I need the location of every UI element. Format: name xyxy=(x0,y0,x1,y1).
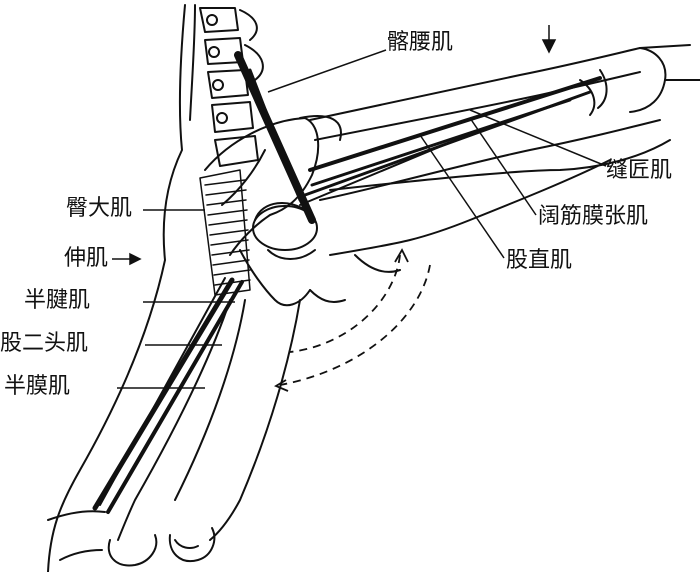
body-outline-back-inner xyxy=(189,4,196,121)
sartorius-line xyxy=(308,76,602,172)
hamstring-line-1 xyxy=(92,277,235,511)
body-outline-back xyxy=(47,4,186,572)
femur-shaft-left xyxy=(117,299,231,541)
buttock-outline xyxy=(329,139,671,191)
label-rectus-femoris: 股直肌 xyxy=(506,248,573,273)
gluteus-maximus-hatch xyxy=(199,169,251,296)
femoral-head xyxy=(252,205,318,251)
hamstring-line-3 xyxy=(99,277,226,506)
label-sartorius: 缝匠肌 xyxy=(606,158,673,183)
knee-condyles xyxy=(107,534,158,567)
label-semitendinosus: 半腱肌 xyxy=(24,288,91,313)
label-biceps-femoris: 股二头肌 xyxy=(0,331,89,356)
femur-shaft-right xyxy=(209,299,301,541)
downward-arrow xyxy=(541,25,557,54)
label-iliopsoas: 髂腰肌 xyxy=(387,30,454,55)
rotation-arrow xyxy=(274,248,431,392)
label-extensor: 伸肌 xyxy=(64,246,109,271)
spine-vertebrae xyxy=(199,7,264,167)
thigh-lower-edge xyxy=(319,119,661,201)
label-gluteus-maximus: 臀大肌 xyxy=(66,196,133,221)
hamstring-line-2 xyxy=(106,280,244,514)
label-tensor-fasciae-latae: 阔筋膜张肌 xyxy=(538,204,649,229)
label-semimembranosus: 半膜肌 xyxy=(4,374,71,399)
extensor-arrow xyxy=(112,252,142,266)
thigh-upper-edge xyxy=(309,47,641,121)
